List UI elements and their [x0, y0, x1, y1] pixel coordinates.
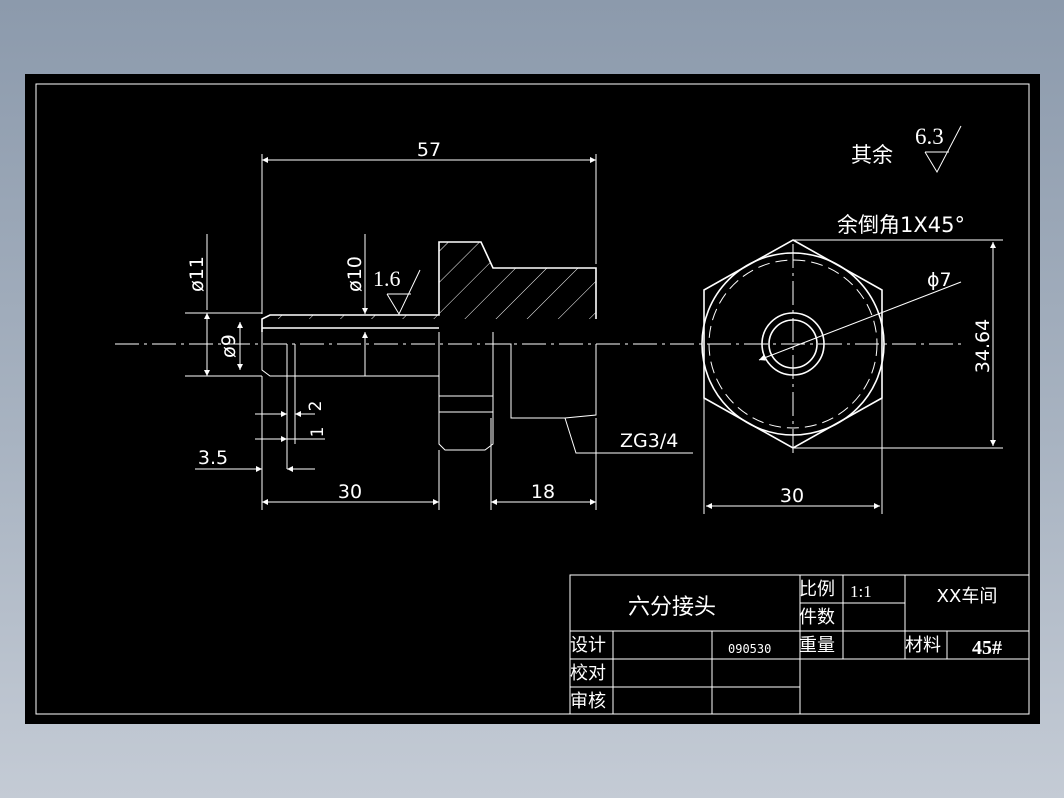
dim-3-5-label: 3.5	[198, 447, 228, 469]
dim-30-hex-label: 30	[780, 485, 804, 507]
roughness-1-6-label: 1.6	[373, 266, 401, 291]
dim-length-18: 18	[490, 418, 597, 510]
dim-dia11-label: ø11	[186, 256, 208, 292]
drawing-frame	[35, 83, 1030, 715]
dim-phi7: ϕ7	[758, 269, 962, 361]
workshop-name: XX车间	[937, 586, 998, 607]
cad-drawing: 57 ø11 ø9 ø10 1.6 2 1 3.5	[35, 83, 1030, 715]
section-view	[261, 241, 597, 451]
end-view	[701, 239, 885, 454]
dim-length-30-section: 30	[261, 376, 440, 510]
material-label: 材料	[905, 635, 941, 656]
dim-30-section-label: 30	[338, 481, 362, 503]
material-value: 45#	[972, 637, 1002, 659]
dim-across-corners: 34.64	[793, 239, 1003, 449]
note-other-roughness: 其余 6.3	[851, 124, 962, 174]
dim-1-label: 1	[308, 427, 328, 438]
note-other-label: 其余	[851, 143, 893, 167]
dim-dia10: ø10	[344, 234, 368, 376]
review-label: 审核	[570, 691, 606, 712]
dim-2-label: 2	[306, 401, 326, 412]
dim-overall-length: 57	[261, 139, 597, 314]
title-block: 六分接头 比例 1:1 件数 XX车间 设计 090530 重量 材料 45# …	[569, 574, 1030, 715]
thread-leader: ZG3/4	[564, 417, 693, 454]
design-date: 090530	[728, 642, 771, 656]
dim-phi7-label: ϕ7	[927, 269, 952, 291]
note-other-roughness-value: 6.3	[915, 124, 944, 149]
part-name: 六分接头	[628, 595, 716, 620]
dim-dia9: ø9	[185, 313, 262, 377]
dim-groove: 2 1 3.5	[195, 376, 328, 472]
check-label: 校对	[570, 663, 606, 684]
drawing-sheet: 57 ø11 ø9 ø10 1.6 2 1 3.5	[25, 74, 1040, 724]
note-chamfer: 余倒角1X45°	[837, 213, 965, 237]
dim-57-label: 57	[417, 139, 441, 161]
dim-dia11: ø11	[185, 234, 262, 314]
dim-across-flats: 30	[703, 398, 883, 514]
dim-dia9-label: ø9	[218, 334, 240, 358]
weight-label: 重量	[799, 635, 835, 656]
section-hatch	[262, 242, 596, 319]
thread-label: ZG3/4	[620, 430, 678, 452]
scale-value: 1:1	[850, 582, 872, 601]
roughness-1-6: 1.6	[373, 266, 421, 316]
dim-18-label: 18	[531, 481, 555, 503]
dim-34-64-label: 34.64	[972, 319, 994, 373]
quantity-label: 件数	[799, 607, 835, 628]
dim-dia10-label: ø10	[344, 256, 366, 292]
scale-label: 比例	[799, 579, 835, 600]
design-label: 设计	[570, 635, 606, 656]
